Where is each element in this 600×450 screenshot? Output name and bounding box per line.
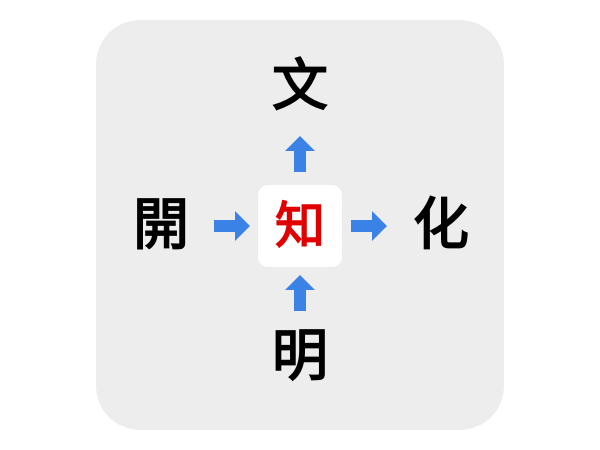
bottom-character: 明	[272, 324, 328, 389]
arrow-up-icon	[285, 136, 315, 172]
right-character: 化	[413, 193, 469, 258]
center-answer-box: 知	[258, 185, 342, 267]
top-character: 文	[272, 54, 328, 119]
left-character: 開	[133, 193, 189, 258]
center-character: 知	[275, 197, 325, 255]
arrow-up-icon	[285, 275, 315, 311]
arrow-right-icon	[351, 211, 387, 241]
arrow-right-icon	[214, 211, 250, 241]
